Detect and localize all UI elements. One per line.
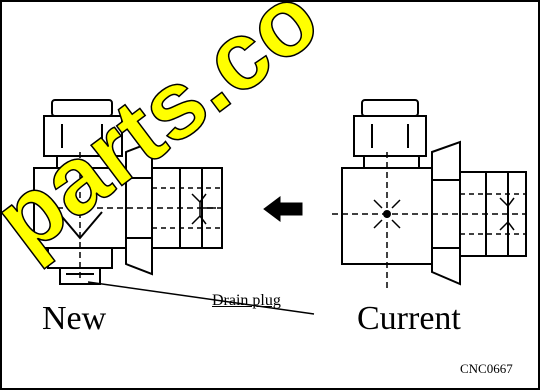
drain-plug-label: Drain plug bbox=[212, 292, 281, 309]
left-arrow-icon bbox=[263, 196, 303, 222]
drain-plug-leader bbox=[87, 281, 315, 315]
figure-code: CNC0667 bbox=[460, 361, 513, 376]
current-valve bbox=[332, 99, 527, 288]
new-valve bbox=[33, 99, 223, 285]
current-label: Current bbox=[357, 300, 461, 337]
new-label: New bbox=[42, 300, 107, 337]
